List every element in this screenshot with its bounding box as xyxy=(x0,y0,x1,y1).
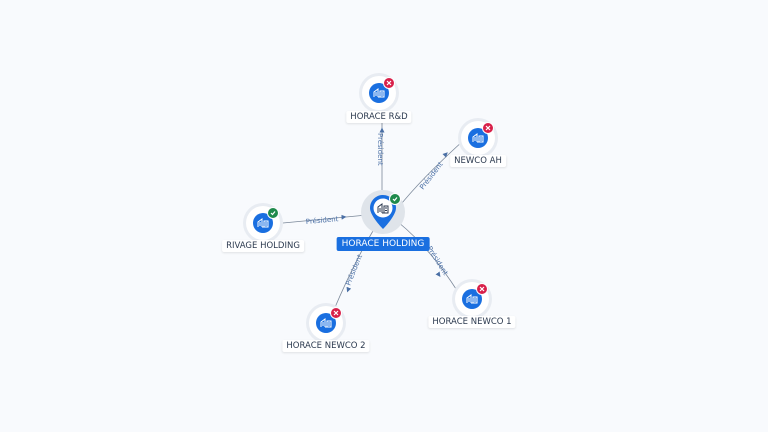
node-label[interactable]: RIVAGE HOLDING xyxy=(222,240,304,252)
edge-label: Président xyxy=(344,253,364,287)
center-node-label[interactable]: HORACE HOLDING xyxy=(336,237,430,251)
inactive-status-icon xyxy=(476,283,488,295)
edge-horace-rd[interactable]: Président xyxy=(376,110,385,190)
map-pin-icon xyxy=(370,195,396,229)
building-icon xyxy=(462,289,482,309)
node-label[interactable]: HORACE NEWCO 2 xyxy=(282,340,370,352)
edge-rivage-holding[interactable]: Président xyxy=(282,214,368,226)
edge-label: Président xyxy=(305,215,338,226)
edge-label: Président xyxy=(376,133,384,166)
edge-horace-newco-1[interactable]: Président xyxy=(397,221,459,293)
edge-label: Président xyxy=(418,160,445,191)
building-icon xyxy=(316,313,336,333)
inactive-status-icon xyxy=(330,307,342,319)
node-label[interactable]: HORACE R&D xyxy=(346,111,412,123)
building-icon xyxy=(468,128,488,148)
inactive-status-icon xyxy=(482,122,494,134)
active-status-icon xyxy=(267,207,279,219)
edge-newco-ah[interactable]: Président xyxy=(397,139,465,209)
building-icon xyxy=(369,83,389,103)
building-icon xyxy=(253,213,273,233)
node-label[interactable]: HORACE NEWCO 1 xyxy=(428,316,516,328)
node-label[interactable]: NEWCO AH xyxy=(450,155,506,167)
active-status-icon xyxy=(389,193,401,205)
inactive-status-icon xyxy=(383,77,395,89)
